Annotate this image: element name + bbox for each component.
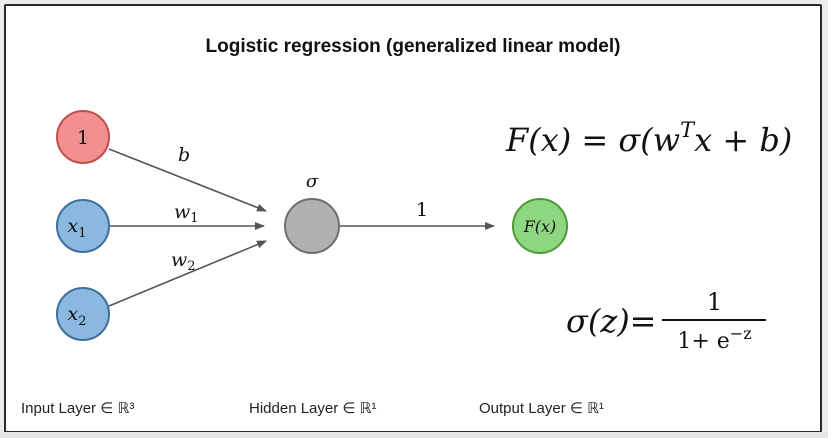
formula-transpose: T [680, 118, 695, 142]
input-node-x1-label: x1 [68, 215, 87, 241]
logistic-formula: F(x) = σ(wTx + b) [506, 118, 792, 159]
formula-rest: x + b) [694, 121, 793, 159]
sigmoid-numerator: 1 [706, 288, 723, 316]
output-layer-label: Output Layer ∈ ℝ¹ [479, 400, 604, 417]
formula-equals: = [581, 121, 609, 159]
formula-sigma-open: σ(w [618, 121, 681, 159]
sigmoid-formula: σ(z)= 1 1+ e−z [566, 288, 767, 354]
formula-lhs: F(x) [506, 121, 572, 159]
input-layer-label: Input Layer ∈ ℝ³ [21, 400, 135, 417]
hidden-node-activation-label: σ [306, 171, 319, 192]
bias-node-label: 1 [77, 127, 89, 149]
output-node-label: F(x) [523, 217, 557, 236]
edge-label-output-weight: 1 [416, 199, 428, 221]
bottom-strip [0, 432, 828, 438]
fraction-bar [662, 319, 767, 321]
edge-label-w2: w2 [171, 249, 196, 274]
edge-x2-to-hidden [108, 240, 267, 307]
diagram-frame: Logistic regression (generalized linear … [4, 4, 822, 433]
sigmoid-lhs: σ(z)= [566, 302, 657, 340]
denominator-exponent: −z [729, 324, 752, 343]
sigmoid-fraction: 1 1+ e−z [662, 288, 767, 354]
input-node-x2-label: x2 [68, 303, 87, 329]
hidden-node [284, 198, 340, 254]
diagram-title: Logistic regression (generalized linear … [205, 36, 621, 57]
output-node [512, 198, 568, 254]
input-node-x1 [56, 199, 110, 253]
bias-node [56, 110, 110, 164]
network-diagram: b w1 w2 1 1 x1 x2 σ F(x) [56, 110, 568, 341]
denominator-base: 1+ e [677, 329, 730, 354]
sigmoid-denominator: 1+ e−z [677, 321, 751, 354]
edge-label-w1: w1 [174, 201, 199, 226]
hidden-layer-label: Hidden Layer ∈ ℝ¹ [249, 400, 377, 417]
input-node-x2 [56, 287, 110, 341]
edge-label-b: b [178, 144, 190, 166]
edge-bias-to-hidden [108, 148, 267, 212]
